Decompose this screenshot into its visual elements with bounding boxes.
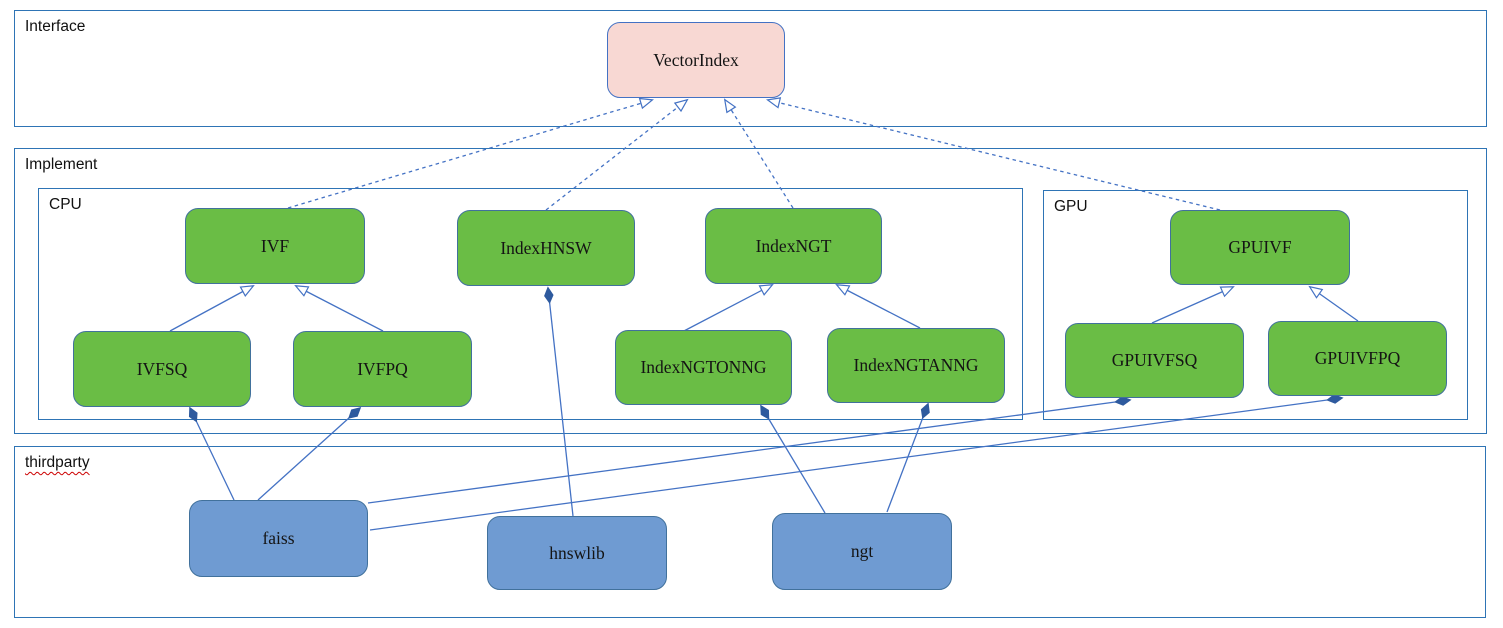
cpu-container-label: CPU [49,196,82,213]
edge-faiss-composes-ivfpq [257,408,360,501]
edge-ivfpq-inherits-ivf [296,286,384,332]
node-ivfsq-label: IVFSQ [136,358,188,379]
node-vectorindex-label: VectorIndex [653,49,739,70]
edge-indexngtanng-inherits-indexngt [837,285,921,329]
implement-container: Implement [14,148,1487,434]
node-ivf: IVF [185,208,365,284]
edge-indexngt-realizes-vectorindex [725,100,794,209]
cpu-container: CPU [38,188,1023,420]
edge-ngt-composes-indexngtonng [761,406,826,514]
node-ngt-label: ngt [850,541,874,561]
edge-hnswlib-composes-indexhnsw [548,288,574,517]
node-indexngtanng-label: IndexNGTANNG [853,355,979,375]
interface-container: Interface [14,10,1487,127]
thirdparty-container-label: thirdparty [25,454,90,471]
node-gpuivfsq-label: GPUIVFSQ [1111,350,1198,370]
edge-faiss-composes-gpuivfpq [369,398,1342,531]
gpu-container: GPU [1043,190,1468,420]
node-ivfpq-label: IVFPQ [357,358,408,379]
edge-gpuivf-realizes-vectorindex [768,100,1221,211]
node-ivf-label: IVF [260,235,290,256]
node-hnswlib: hnswlib [487,516,667,590]
node-indexngtanng: IndexNGTANNG [827,328,1005,403]
node-gpuivfpq-label: GPUIVFPQ [1314,348,1401,368]
node-ivfpq: IVFPQ [293,331,472,407]
node-ivfsq: IVFSQ [73,331,251,407]
node-hnswlib-label: hnswlib [549,542,605,563]
interface-container-label: Interface [25,18,86,35]
node-faiss-label: faiss [262,528,295,548]
edge-faiss-composes-gpuivfsq [367,400,1130,504]
edge-ivfsq-inherits-ivf [169,286,253,332]
node-indexhnsw-label: IndexHNSW [500,237,592,258]
node-indexngtonng: IndexNGTONNG [615,330,792,405]
thirdparty-container: thirdparty [14,446,1486,618]
edge-indexhnsw-realizes-vectorindex [545,100,687,211]
edge-faiss-composes-ivfsq [190,408,235,501]
node-indexngt-label: IndexNGT [755,235,832,256]
node-vectorindex: VectorIndex [607,22,785,98]
edge-ngt-composes-indexngtanng [886,404,928,513]
node-gpuivf: GPUIVF [1170,210,1350,285]
edge-ivf-realizes-vectorindex [287,100,652,209]
node-gpuivf-label: GPUIVF [1228,237,1292,257]
node-faiss: faiss [189,500,368,577]
edge-gpuivfpq-inherits-gpuivf [1310,287,1359,322]
node-ngt: ngt [772,513,952,590]
node-indexhnsw: IndexHNSW [457,210,635,286]
gpu-container-label: GPU [1054,198,1088,215]
edge-gpuivfsq-inherits-gpuivf [1151,287,1233,324]
node-indexngt: IndexNGT [705,208,882,284]
node-gpuivfpq: GPUIVFPQ [1268,321,1447,396]
edge-indexngtonng-inherits-indexngt [681,285,772,333]
implement-container-label: Implement [25,156,98,173]
node-indexngtonng-label: IndexNGTONNG [640,357,767,377]
node-gpuivfsq: GPUIVFSQ [1065,323,1244,398]
